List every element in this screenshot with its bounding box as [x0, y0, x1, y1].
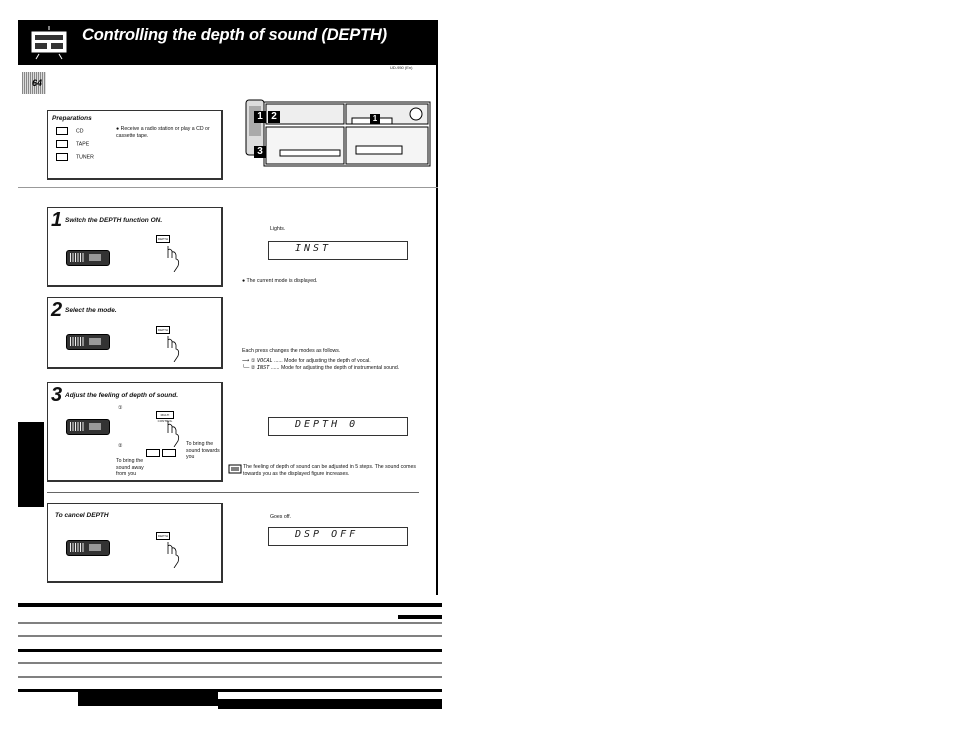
- hand-icon: [162, 246, 182, 273]
- callout-1: 1: [254, 111, 266, 123]
- source-list: CD TAPE TUNER: [56, 127, 94, 166]
- step-2-box: 2 Select the mode. DEPTH: [47, 297, 223, 369]
- note-icon: [228, 463, 244, 475]
- system-icon: [24, 24, 74, 61]
- down-button[interactable]: [146, 449, 160, 457]
- cd-icon: [56, 127, 68, 135]
- cancel-title: To cancel DEPTH: [55, 512, 109, 519]
- preparations-title: Preparations: [52, 115, 92, 122]
- mode-item: ⟶ ① VOCAL ...... Mode for adjusting the …: [242, 358, 371, 364]
- divider: [18, 187, 438, 188]
- display-text: DSP OFF: [295, 529, 359, 540]
- marker-2: ②: [118, 443, 123, 449]
- callout-2: 2: [268, 111, 280, 123]
- tuner-icon: [56, 153, 68, 161]
- step-1-box: 1 Switch the DEPTH function ON. DEPTH: [47, 207, 223, 287]
- towards-label: To bring the sound towards you: [186, 441, 220, 460]
- manual-page: [18, 20, 438, 595]
- callout-1-unit: 1: [370, 114, 380, 124]
- depth-button[interactable]: DEPTH: [156, 235, 170, 243]
- preparations-box: Preparations CD TAPE TUNER ● Receive a r…: [47, 110, 223, 180]
- page-number: 64: [32, 78, 43, 88]
- step-number: 3: [51, 384, 63, 406]
- display-panel: INST: [268, 241, 408, 260]
- header-bar: [18, 20, 438, 65]
- source-item: CD: [56, 127, 94, 140]
- step-1-note: ● The current mode is displayed.: [242, 278, 318, 284]
- step-number: 1: [51, 209, 63, 231]
- divider: [47, 492, 419, 493]
- step-title: Switch the DEPTH function ON.: [65, 217, 163, 224]
- hand-icon: [162, 542, 182, 569]
- step-title: Adjust the feeling of depth of sound.: [65, 392, 179, 399]
- remote-control-icon: [66, 334, 110, 350]
- multi-control-button[interactable]: MULTI CONTROL: [156, 411, 174, 423]
- remote-control-icon: [66, 540, 110, 556]
- display-panel: DEPTH 0: [268, 417, 408, 436]
- scan-artifact: [18, 603, 442, 713]
- source-item: TUNER: [56, 153, 94, 166]
- page-title: Controlling the depth of sound (DEPTH): [82, 26, 387, 44]
- marker-1: ①: [118, 405, 123, 411]
- step-title: Select the mode.: [65, 307, 117, 314]
- modes-intro: Each press changes the modes as follows.: [242, 348, 341, 354]
- step-3-note: The feeling of depth of sound can be adj…: [243, 464, 416, 477]
- source-item: TAPE: [56, 140, 94, 153]
- preparations-note: ● Receive a radio station or play a CD o…: [116, 126, 210, 139]
- depth-button[interactable]: DEPTH: [156, 532, 170, 540]
- stereo-illustration: 1 2 3 1: [240, 96, 435, 174]
- goes-off-label: Goes off.: [270, 514, 291, 520]
- hand-icon: [162, 336, 182, 363]
- away-label: To bring the sound away from you: [116, 458, 144, 477]
- lights-label: Lights.: [270, 226, 286, 232]
- up-button[interactable]: [162, 449, 176, 457]
- cancel-box: To cancel DEPTH DEPTH: [47, 503, 223, 583]
- display-text: DEPTH 0: [295, 419, 359, 430]
- modes-list: ⟶ ① VOCAL ...... Mode for adjusting the …: [242, 358, 399, 371]
- display-text: INST: [295, 243, 332, 254]
- tape-icon: [56, 140, 68, 148]
- remote-control-icon: [66, 250, 110, 266]
- page-number-tab: 64: [22, 72, 46, 94]
- depth-button[interactable]: DEPTH: [156, 326, 170, 334]
- hand-icon: [162, 421, 182, 448]
- step-number: 2: [51, 299, 63, 321]
- section-tab: [18, 422, 44, 507]
- display-panel: DSP OFF: [268, 527, 408, 546]
- callout-3: 3: [254, 146, 266, 158]
- step-3-box: 3 Adjust the feeling of depth of sound. …: [47, 382, 223, 482]
- remote-control-icon: [66, 419, 110, 435]
- mode-item: └─ ② INST ...... Mode for adjusting the …: [242, 364, 400, 371]
- model-code: UD-950 (En): [390, 65, 413, 70]
